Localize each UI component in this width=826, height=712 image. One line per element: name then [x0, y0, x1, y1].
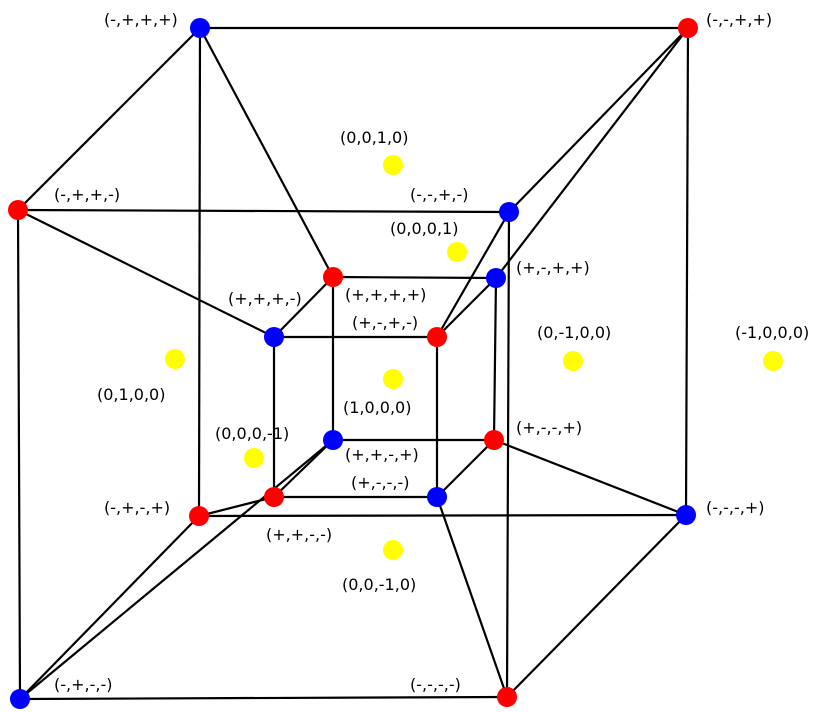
- vertex-label: (+,-,+,-): [352, 313, 418, 332]
- vertex-label: (-,+,+,+): [104, 10, 178, 29]
- cell-center-point: [563, 351, 583, 371]
- cell-center-point: [447, 242, 467, 262]
- vertex-label: (+,+,+,+): [345, 285, 426, 304]
- edge-line: [19, 695, 508, 701]
- vertex-label: (+,+,-,-): [266, 525, 332, 544]
- edges: [16, 26, 690, 701]
- vertex-point: [264, 487, 284, 507]
- edge-line: [19, 439, 334, 700]
- edge-line: [684, 27, 690, 516]
- cell-center-label: (0,0,-1,0): [342, 575, 416, 594]
- vertex-point: [484, 430, 504, 450]
- edge-line: [435, 496, 509, 698]
- cell-center-label: (0,0,1,0): [340, 128, 408, 147]
- edge-line: [492, 277, 498, 441]
- edge-line: [17, 209, 275, 338]
- vertex-point: [427, 487, 447, 507]
- cell-center-point: [383, 369, 403, 389]
- edge-line: [506, 514, 687, 698]
- edge-line: [197, 27, 202, 517]
- vertex-label: (+,-,-,-): [351, 473, 409, 492]
- vertex-label: (-,-,-,-): [410, 675, 461, 694]
- edge-line: [436, 277, 497, 338]
- cell-center-label: (-1,0,0,0): [735, 323, 809, 342]
- vertex-point: [323, 430, 343, 450]
- vertex-point: [8, 200, 28, 220]
- edge-line: [17, 27, 201, 211]
- edge-line: [19, 515, 200, 700]
- edge-line: [332, 275, 497, 280]
- cell-center-label: (0,1,0,0): [97, 385, 165, 404]
- vertex-point: [676, 505, 696, 525]
- vertex-label: (+,+,-,+): [345, 445, 419, 464]
- edge-line: [508, 27, 689, 213]
- vertex-label: (-,-,+,+): [706, 10, 772, 29]
- edge-line: [495, 27, 689, 279]
- edge-line: [436, 211, 510, 338]
- vertex-point: [497, 687, 517, 707]
- vertex-label: (-,+,-,+): [104, 498, 170, 517]
- vertex-point: [190, 18, 210, 38]
- points: [8, 18, 783, 709]
- cell-center-point: [244, 448, 264, 468]
- edge-line: [436, 439, 495, 498]
- edge-line: [16, 209, 22, 700]
- vertex-label: (+,-,+,+): [516, 258, 590, 277]
- vertex-label: (-,-,-,+): [706, 498, 764, 517]
- vertex-label: (+,-,-,+): [516, 418, 582, 437]
- cell-center-label: (0,0,0,-1): [215, 424, 289, 443]
- vertex-point: [499, 202, 519, 222]
- edge-line: [17, 208, 510, 214]
- edge-line: [198, 495, 275, 518]
- edge-line: [199, 27, 334, 278]
- cell-center-point: [763, 351, 783, 371]
- edge-line: [273, 276, 334, 338]
- vertex-point: [10, 689, 30, 709]
- vertex-point: [678, 18, 698, 38]
- labels: (-,+,+,+) (-,-,+,+) (-,+,+,-) (-,-,+,-) (+,+…: [54, 10, 809, 694]
- edge-line: [493, 438, 687, 517]
- vertex-point: [427, 327, 447, 347]
- vertex-point: [189, 506, 209, 526]
- vertex-label: (+,+,+,-): [228, 289, 302, 308]
- cell-center-label: (0,-1,0,0): [537, 323, 611, 342]
- vertex-point: [486, 268, 506, 288]
- vertex-label: (-,-,+,-): [410, 185, 468, 204]
- cell-center-point: [383, 155, 403, 175]
- cell-center-point: [165, 349, 185, 369]
- cell-center-point: [383, 540, 403, 560]
- cell-center-label: (1,0,0,0): [343, 398, 411, 417]
- edge-line: [505, 211, 511, 698]
- cell-center-label: (0,0,0,1): [390, 219, 458, 238]
- vertex-point: [264, 327, 284, 347]
- vertex-label: (-,+,+,-): [54, 185, 120, 204]
- vertex-label: (-,+,-,-): [54, 675, 112, 694]
- vertex-point: [323, 267, 343, 287]
